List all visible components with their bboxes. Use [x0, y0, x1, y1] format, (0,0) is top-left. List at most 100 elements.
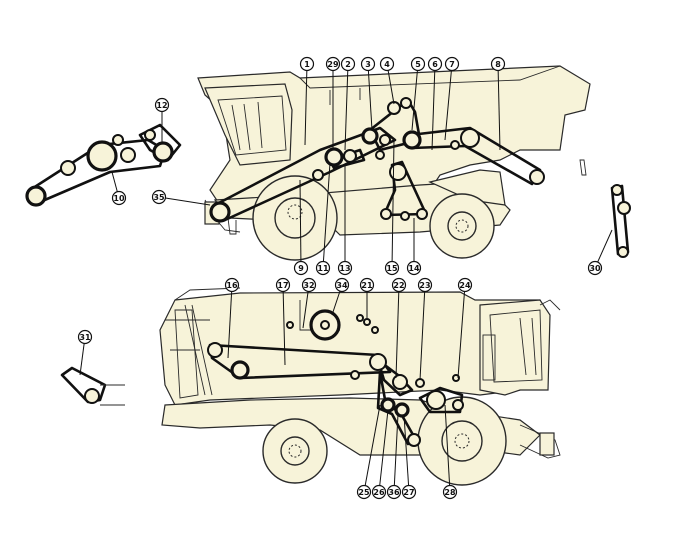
callout-leader-35 — [158, 196, 211, 206]
callout-leader-27 — [403, 414, 410, 493]
callout-bubble-17 — [275, 277, 291, 293]
callout-bubble-35 — [151, 189, 167, 205]
callout-13: 13 — [337, 165, 353, 276]
callout-leader-16 — [227, 284, 233, 359]
callout-leader-17 — [282, 284, 286, 366]
callout-leader-11 — [322, 162, 331, 269]
bottom-rear-wheel — [262, 418, 328, 484]
callout-23: 23 — [417, 277, 433, 381]
callout-bubble-34 — [334, 277, 350, 293]
callout-number-2: 2 — [345, 60, 351, 69]
callout-number-3: 3 — [365, 60, 371, 69]
callout-leader-25 — [363, 404, 381, 493]
callout-leader-28 — [444, 404, 451, 493]
bottom-front-wheel — [417, 396, 507, 486]
callout-leader-22 — [395, 284, 400, 379]
callout-number-21: 21 — [361, 281, 373, 290]
callout-34: 34 — [331, 277, 350, 316]
callout-leader-1 — [304, 63, 308, 146]
callout-number-15: 15 — [386, 264, 398, 273]
callout-leader-6 — [431, 63, 436, 151]
belt-bottom-22 — [376, 358, 414, 397]
callout-bubble-2 — [340, 56, 356, 72]
callout-bubble-15 — [384, 260, 400, 276]
callout-bubble-16 — [224, 277, 240, 293]
callout-5: 5 — [410, 56, 426, 131]
callout-28: 28 — [442, 404, 458, 500]
callout-8: 8 — [490, 56, 506, 151]
callout-bubble-23 — [417, 277, 433, 293]
callout-3: 3 — [360, 56, 376, 131]
callout-12: 12 — [154, 97, 170, 142]
callout-29: 29 — [325, 56, 341, 150]
callout-bubble-4 — [379, 56, 395, 72]
callout-bubble-1 — [299, 56, 315, 72]
combine-top-view — [197, 65, 591, 261]
callout-27: 27 — [401, 414, 417, 500]
belt-detail-31 — [60, 366, 125, 406]
callout-7: 7 — [444, 56, 460, 141]
belt-12 — [138, 123, 182, 162]
callout-bubble-29 — [325, 56, 341, 72]
callout-number-30: 30 — [589, 264, 601, 273]
callout-leader-9 — [299, 179, 302, 269]
callout-30: 30 — [587, 229, 613, 276]
callout-21: 21 — [359, 277, 375, 318]
callout-number-12: 12 — [156, 101, 167, 110]
callout-number-25: 25 — [358, 488, 370, 497]
callout-bubble-21 — [359, 277, 375, 293]
pulley-top-feeder — [209, 201, 231, 223]
callout-22: 22 — [391, 277, 407, 379]
callout-36: 36 — [386, 413, 402, 500]
callout-bubble-11 — [315, 260, 331, 276]
belt-31 — [60, 366, 107, 404]
callout-bubble-25 — [356, 484, 372, 500]
callout-number-8: 8 — [495, 60, 501, 69]
callout-26: 26 — [371, 409, 389, 500]
callout-bubble-10 — [111, 190, 127, 206]
callout-number-10: 10 — [113, 194, 125, 203]
top-rear-wheel — [429, 193, 495, 259]
callout-15: 15 — [384, 139, 400, 276]
callout-bubble-31 — [77, 329, 93, 345]
combine-top-upper-body — [197, 65, 591, 206]
callout-25: 25 — [356, 404, 381, 500]
callout-bubble-36 — [386, 484, 402, 500]
callout-leader-15 — [391, 139, 395, 269]
callout-bubble-13 — [337, 260, 353, 276]
pulley-top-11 — [324, 147, 344, 167]
callout-number-36: 36 — [388, 488, 400, 497]
callout-number-1: 1 — [304, 60, 310, 69]
callout-number-29: 29 — [327, 60, 339, 69]
callout-bubble-12 — [154, 97, 170, 113]
callout-number-4: 4 — [384, 60, 390, 69]
callout-6: 6 — [427, 56, 443, 151]
callout-leader-8 — [497, 63, 501, 151]
belt-30 — [610, 184, 630, 256]
callout-bubble-27 — [401, 484, 417, 500]
belt-detail-30 — [610, 184, 631, 258]
callout-number-6: 6 — [432, 60, 438, 69]
callout-24: 24 — [457, 277, 473, 379]
callout-bubble-5 — [410, 56, 426, 72]
callout-bubble-9 — [293, 260, 309, 276]
callout-14: 14 — [406, 218, 422, 276]
callout-32: 32 — [301, 277, 317, 329]
callout-bubble-14 — [406, 260, 422, 276]
callout-2: 2 — [340, 56, 356, 151]
callout-bubble-3 — [360, 56, 376, 72]
callout-31: 31 — [77, 329, 93, 376]
callout-number-31: 31 — [79, 333, 91, 342]
callout-9: 9 — [293, 179, 309, 276]
callout-leader-5 — [411, 63, 419, 131]
callout-number-28: 28 — [444, 488, 456, 497]
combine-bottom-view — [159, 287, 561, 486]
callout-bubble-32 — [301, 277, 317, 293]
callout-bubble-30 — [587, 260, 603, 276]
callout-16: 16 — [224, 277, 240, 359]
callout-leader-23 — [419, 284, 426, 381]
callout-leader-24 — [457, 284, 466, 379]
callout-number-9: 9 — [298, 264, 304, 273]
